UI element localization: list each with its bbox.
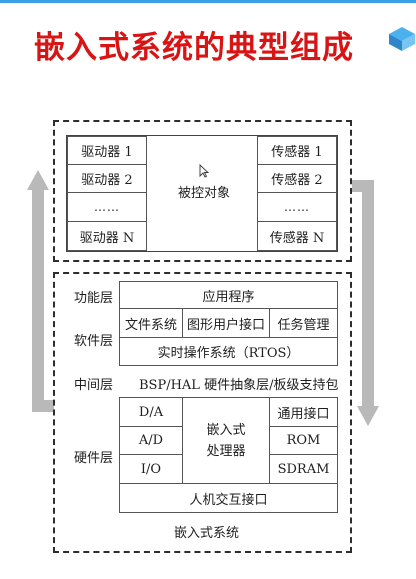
io-panel <box>66 135 338 252</box>
processor-line-2: 处理器 <box>206 443 246 459</box>
logo-cube-icon <box>389 27 415 51</box>
gui-box: 图形用户接口 <box>182 308 270 338</box>
application-box: 应用程序 <box>119 281 338 309</box>
sensor-1: 传感器 1 <box>257 136 337 165</box>
io-region <box>53 120 352 262</box>
driver-ellipsis: …… <box>67 192 147 222</box>
da-box: D/A <box>119 397 183 427</box>
layer-label-middleware: 中间层 <box>74 378 114 393</box>
layer-label-function: 功能层 <box>74 291 114 306</box>
sensor-n: 传感器 N <box>257 221 337 251</box>
embedded-system-caption: 嵌入式系统 <box>174 526 240 541</box>
controlled-object: 被控对象 <box>178 186 231 201</box>
hmi-box: 人机交互接口 <box>119 483 338 513</box>
driver-1: 驱动器 1 <box>67 136 147 165</box>
top-accent-bar <box>0 0 416 3</box>
sdram-box: SDRAM <box>269 454 338 484</box>
driver-2: 驱动器 2 <box>67 164 147 193</box>
processor-line-1: 嵌入式 <box>206 422 246 438</box>
ad-box: A/D <box>119 426 183 455</box>
mouse-pointer-icon <box>199 164 209 178</box>
embedded-system-region <box>53 272 352 553</box>
general-interface-box: 通用接口 <box>269 397 338 427</box>
slide-title: 嵌入式系统的典型组成 <box>34 30 354 66</box>
sensor-ellipsis: …… <box>257 192 337 222</box>
layer-label-software: 软件层 <box>74 334 114 349</box>
rom-box: ROM <box>269 426 338 455</box>
sensor-2: 传感器 2 <box>257 164 337 193</box>
layer-label-hardware: 硬件层 <box>74 451 114 466</box>
bsp-label: BSP/HAL 硬件抽象层/板级支持包 <box>139 378 339 393</box>
io-box: I/O <box>119 454 183 484</box>
driver-n: 驱动器 N <box>67 221 147 251</box>
file-system-box: 文件系统 <box>119 308 183 338</box>
rtos-box: 实时操作系统（RTOS） <box>119 337 338 366</box>
processor-box: 嵌入式 处理器 <box>182 397 270 484</box>
task-management-box: 任务管理 <box>269 308 338 338</box>
